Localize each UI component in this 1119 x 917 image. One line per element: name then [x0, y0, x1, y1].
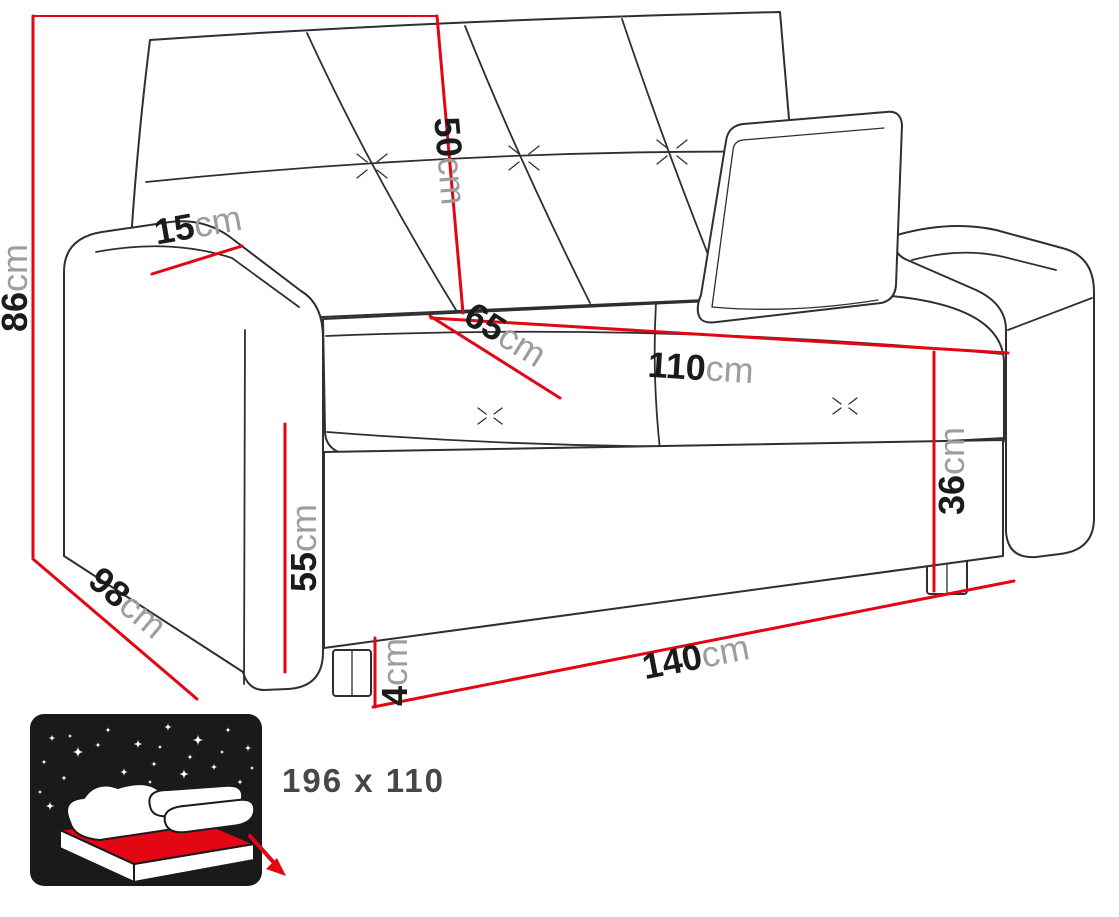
- dim-label-leg: 4cm: [374, 638, 415, 706]
- right-armrest: [893, 225, 1095, 559]
- left-armrest: [63, 220, 324, 691]
- leg-front-left: [332, 649, 372, 697]
- dimension-armrest-15: 15cm: [150, 197, 245, 276]
- dim-label-pullout: 36cm: [931, 427, 972, 515]
- dim-label-width: 140cm: [639, 626, 753, 687]
- dim-label-height: 86cm: [0, 244, 35, 332]
- sofa-drawing: [63, 11, 1095, 697]
- dimension-seat-front-55: 55cm: [283, 422, 324, 674]
- pillow-details: [711, 127, 885, 310]
- bed-size-label: 196 x 110: [282, 762, 445, 799]
- bed-icon: [30, 714, 286, 886]
- base-panel: [323, 439, 1004, 649]
- dimension-pullout-36: 36cm: [931, 350, 972, 593]
- left-armrest-details: [95, 245, 300, 685]
- dimension-width-140: 140cm: [371, 579, 1016, 709]
- dim-label-seat-front: 55cm: [283, 504, 324, 592]
- pillow: [696, 110, 903, 324]
- dimension-leg-4: 4cm: [373, 636, 415, 709]
- dimension-backrest-50: 50cm: [426, 14, 475, 315]
- fold-out-bed: [59, 783, 256, 883]
- dim-label-armrest: 15cm: [151, 197, 245, 253]
- dimension-seat-width-110: 110cm: [429, 316, 1010, 391]
- dim-label-backrest: 50cm: [426, 115, 475, 206]
- dim-label-seat-width: 110cm: [647, 344, 755, 391]
- unfold-arrow: [248, 834, 286, 876]
- right-armrest-details: [911, 251, 1093, 331]
- pillow-front: [163, 798, 256, 834]
- dimension-height-86: 86cm: [0, 14, 35, 559]
